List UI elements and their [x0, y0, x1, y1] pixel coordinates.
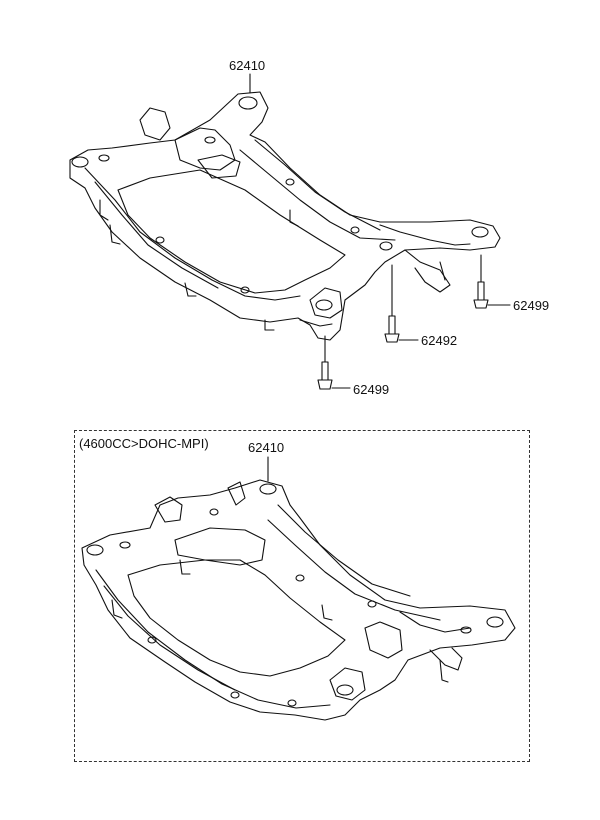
bolt-62499-right [473, 254, 511, 309]
part-label-62410-lower: 62410 [248, 440, 285, 455]
bolt-62499-front [317, 335, 351, 390]
frame-outer-upper [69, 91, 501, 341]
frame-outer-lower [81, 479, 516, 721]
frame-inner-lower [127, 559, 346, 677]
part-label-62410-upper: 62410 [229, 58, 266, 73]
callout-label-62499-right: 62499 [513, 298, 550, 313]
bolt-62492-center [384, 264, 419, 343]
variant-dashed-box [74, 430, 530, 762]
callout-label-62499-front: 62499 [353, 382, 390, 397]
callout-label-62492: 62492 [421, 333, 458, 348]
frame-inner-upper [117, 169, 346, 294]
variant-title: (4600CC>DOHC-MPI) [79, 436, 209, 451]
